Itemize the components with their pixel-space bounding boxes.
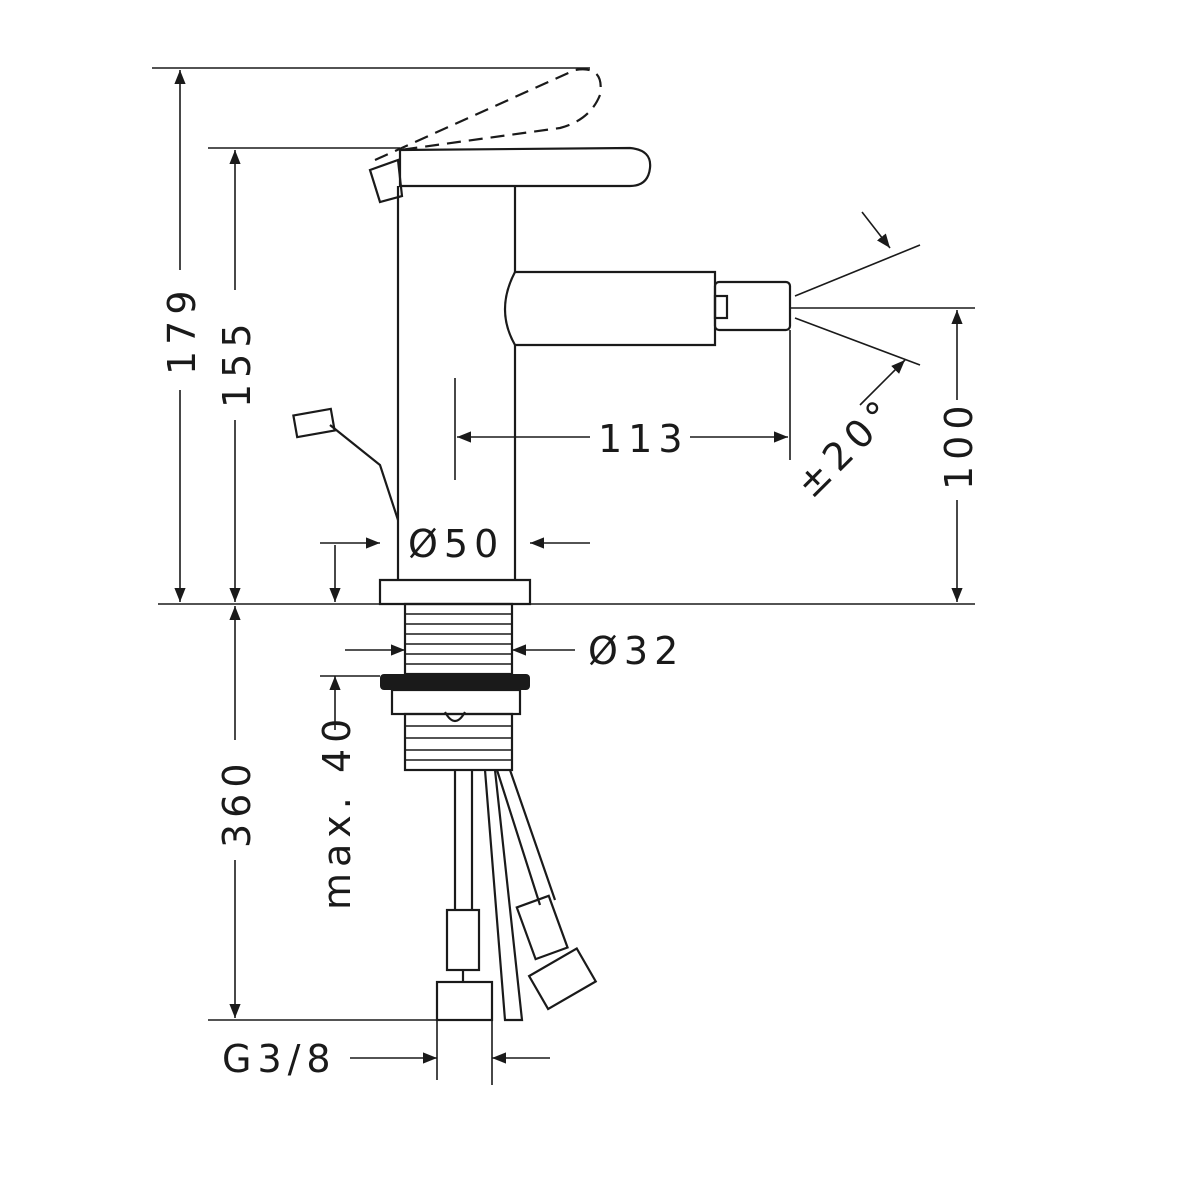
dim-113-label: 113 (598, 417, 689, 461)
dim-360-label: 360 (215, 757, 259, 848)
dim-g38-label: G3/8 (222, 1037, 337, 1081)
dimension-lines (174, 70, 963, 1085)
dim-179-label: 179 (160, 284, 204, 375)
reference-lines (152, 67, 975, 1021)
dim-155-label: 155 (215, 317, 259, 408)
faucet-body (292, 68, 792, 1022)
dim-100-label: 100 (937, 399, 981, 490)
dim-d32-label: Ø32 (588, 629, 684, 673)
dim-angle-label: ±20° (787, 388, 905, 506)
dim-d50-label: Ø50 (408, 522, 504, 566)
dim-max40-label: max. 40 (315, 713, 359, 910)
